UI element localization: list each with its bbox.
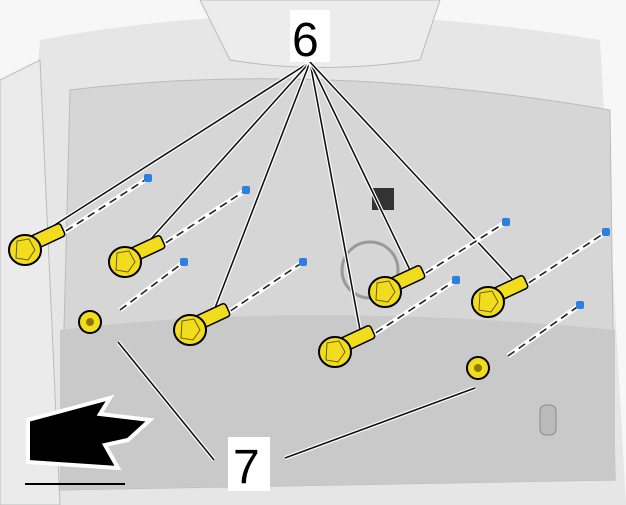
cable-end [539, 404, 557, 436]
callout-7-box [228, 437, 270, 491]
direction-arrow [25, 394, 155, 485]
mounting-clip [144, 174, 152, 182]
flange-bolt [8, 223, 66, 266]
callout-6-leader [309, 61, 514, 281]
left-pillar [0, 59, 61, 505]
install-path-line [54, 177, 149, 239]
mounting-clip [602, 228, 610, 236]
callout-6-leader [309, 61, 361, 331]
flange-bolt [108, 235, 166, 278]
callout-7-label: 7 [233, 441, 260, 494]
mounting-clip [452, 276, 460, 284]
flange-bolt [471, 275, 529, 318]
install-path-line [119, 261, 185, 311]
flange-nut [466, 356, 490, 380]
mounting-clip [242, 186, 250, 194]
callout-6-leader [149, 61, 311, 241]
callout-7-leader [117, 341, 215, 461]
callout-7-leader [284, 387, 476, 459]
flange-bolt [318, 325, 376, 368]
install-path-line [507, 304, 581, 357]
callout-6-leader [49, 61, 311, 229]
install-path-line [364, 279, 457, 341]
mounting-clip [576, 301, 584, 309]
callout-6-box [290, 10, 330, 62]
callout-6-label: 6 [292, 14, 319, 67]
callout-6-leader [309, 61, 411, 271]
install-path-line [219, 261, 304, 319]
callout-6-leader [214, 61, 311, 309]
install-path-line [517, 231, 607, 291]
mounting-clip [502, 218, 510, 226]
install-path-line [154, 189, 247, 251]
mounting-clip [180, 258, 188, 266]
flange-bolt [173, 303, 231, 346]
flange-nut [78, 310, 102, 334]
mounting-clip [299, 258, 307, 266]
install-path-line [414, 221, 507, 281]
flange-bolt [368, 265, 426, 308]
